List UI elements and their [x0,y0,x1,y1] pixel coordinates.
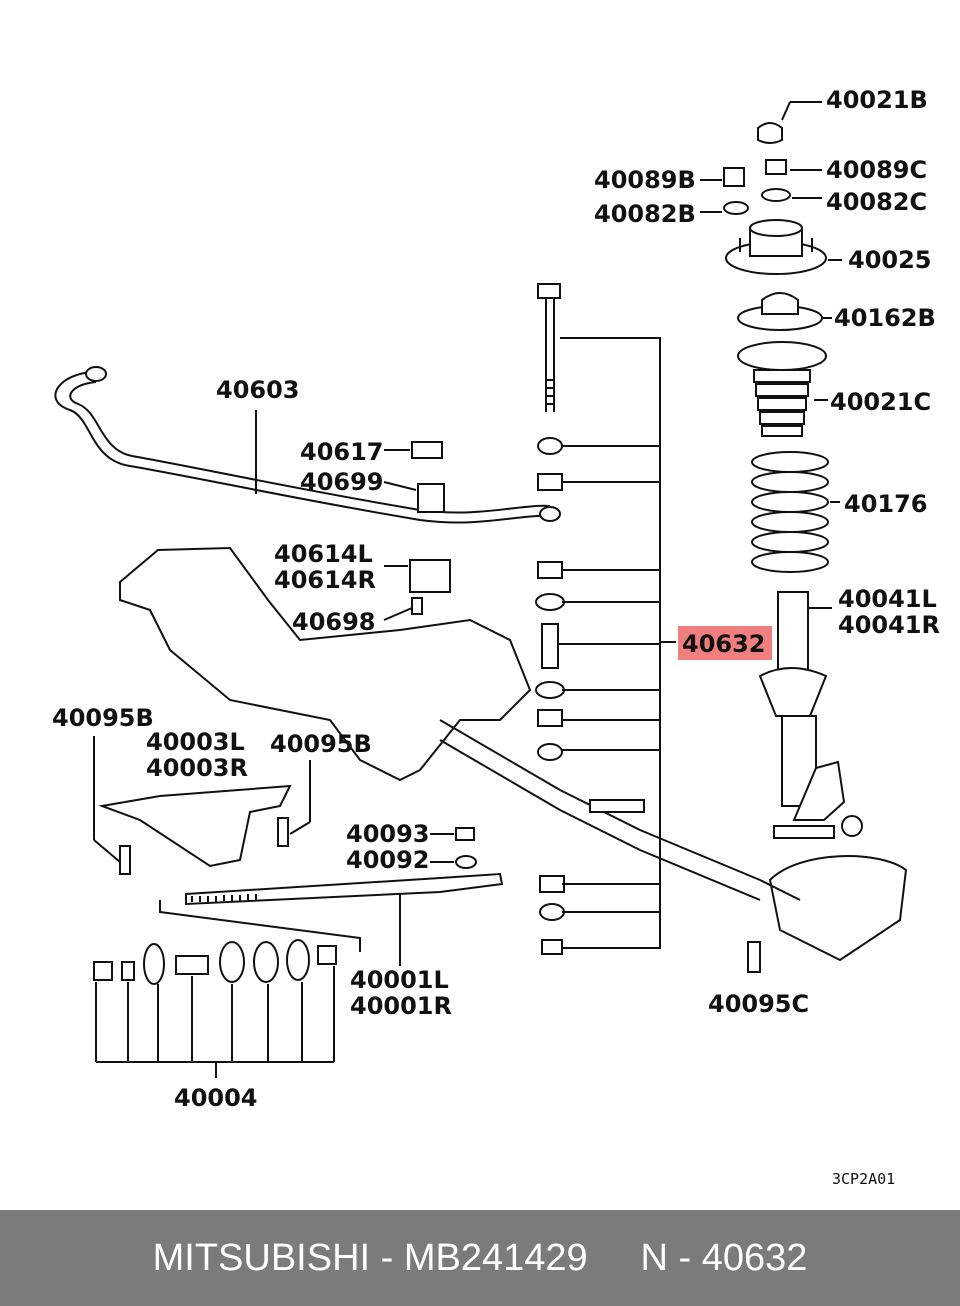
footer-separator-2: - [667,1236,702,1279]
label-40082B: 40082B [594,200,696,228]
label-40089B: 40089B [594,166,696,194]
label-40021B: 40021B [826,86,928,114]
label-40089C: 40089C [826,156,927,184]
label-40082C: 40082C [826,188,927,216]
tension-rod [159,827,504,966]
label-40001R: 40001R [350,992,452,1020]
label-40093: 40093 [346,820,430,848]
highlight-40632 [678,626,772,660]
label-40004: 40004 [174,1084,258,1112]
footer-ref-prefix: N [640,1236,668,1279]
crossmember-outline [119,546,908,962]
label-40003L: 40003L [146,728,245,756]
lower-arm-bracket [93,736,311,875]
footer-gap [588,1237,641,1280]
label-40041L: 40041L [838,585,937,613]
strut-assembly [700,101,863,839]
label-40001L: 40001L [350,966,449,994]
label-40632: 40632 [682,630,766,658]
label-40699: 40699 [300,468,384,496]
label-40095C: 40095C [708,990,809,1018]
footer-bar: MITSUBISHI - MB241429 N - 40632 [0,1210,960,1306]
footer-brand: MITSUBISHI [152,1236,371,1279]
label-40698: 40698 [292,608,376,636]
label-40176: 40176 [844,490,928,518]
label-40614L: 40614L [274,540,373,568]
bushing-kit [93,939,337,1078]
footer-separator-1: - [370,1236,404,1279]
label-40092: 40092 [346,846,430,874]
label-40617: 40617 [300,438,384,466]
label-40025: 40025 [848,246,932,274]
coil-spring [751,451,829,573]
label-40095B-left: 40095B [52,704,154,732]
label-40614R: 40614R [274,566,376,594]
stabilizer-bar [54,366,561,621]
footer-ref-number: 40632 [701,1236,808,1279]
label-40603: 40603 [216,376,300,404]
diagram-code: 3CP2A01 [832,1170,895,1188]
label-40162B: 40162B [834,304,936,332]
bolt-40095C [747,941,761,973]
footer-part-number: MB241429 [403,1236,588,1279]
label-40095B-right: 40095B [270,730,372,758]
suspension-exploded-diagram: 40021B 40089C 40089B 40082C 40082B 40025… [52,86,940,1188]
label-40041R: 40041R [838,611,940,639]
stabilizer-link-stack [535,283,676,955]
label-40021C: 40021C [830,388,931,416]
label-40003R: 40003R [146,754,248,782]
